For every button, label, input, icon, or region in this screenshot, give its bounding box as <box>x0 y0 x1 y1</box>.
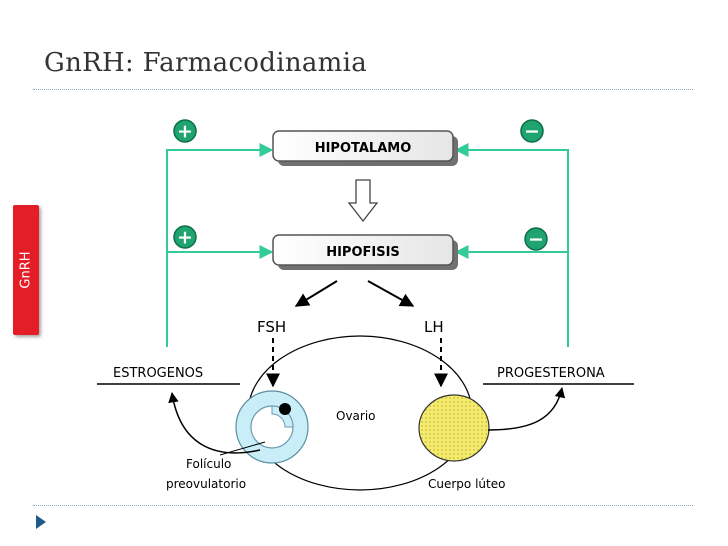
plus-sign-icon: + <box>173 119 197 143</box>
minus-sign-text: − <box>528 229 544 251</box>
minus-sign-text: − <box>524 121 540 143</box>
pituitary-box: HIPOFISIS <box>272 234 458 270</box>
down-arrow-icon <box>347 179 379 223</box>
plus-sign-text: + <box>177 227 193 249</box>
nav-arrow-icon[interactable] <box>36 515 46 529</box>
estrogens-label: ESTROGENOS <box>113 366 203 381</box>
plus-sign-icon: + <box>173 225 197 249</box>
corpus-luteum-to-progesterone-arrow <box>487 386 566 431</box>
follicle-to-estrogen-arrow <box>168 391 261 454</box>
gnrh-side-tab: GnRH <box>13 205 39 335</box>
pituitary-label: HIPOFISIS <box>326 245 400 260</box>
corpus-luteum <box>418 394 490 462</box>
minus-sign-icon: − <box>524 227 548 251</box>
footer-divider <box>33 505 693 506</box>
pituitary-to-fsh-arrow <box>294 280 338 307</box>
corpus-luteum-label: Cuerpo lúteo <box>428 477 505 491</box>
title-divider <box>33 89 693 90</box>
progesterone-to-hypothalamus-line <box>454 143 569 347</box>
pituitary-to-lh-arrow <box>367 280 415 307</box>
follicle-pointer-line <box>219 441 266 456</box>
minus-sign-icon: − <box>520 119 544 143</box>
fsh-label: FSH <box>257 318 286 336</box>
estrogen-to-hypothalamus-line <box>166 143 274 347</box>
slide-title: GnRH: Farmacodinamia <box>44 48 368 78</box>
lh-label: LH <box>424 318 444 336</box>
progesterone-label: PROGESTERONA <box>497 366 605 381</box>
feedback-lines <box>166 143 569 347</box>
follicle-label-line1: Folículo <box>186 457 231 471</box>
hypothalamus-box: HIPOTALAMO <box>272 130 458 166</box>
plus-sign-text: + <box>177 121 193 143</box>
ovary-label: Ovario <box>336 409 376 423</box>
hypothalamus-label: HIPOTALAMO <box>315 141 412 156</box>
follicle-label-line2: preovulatorio <box>166 477 246 491</box>
